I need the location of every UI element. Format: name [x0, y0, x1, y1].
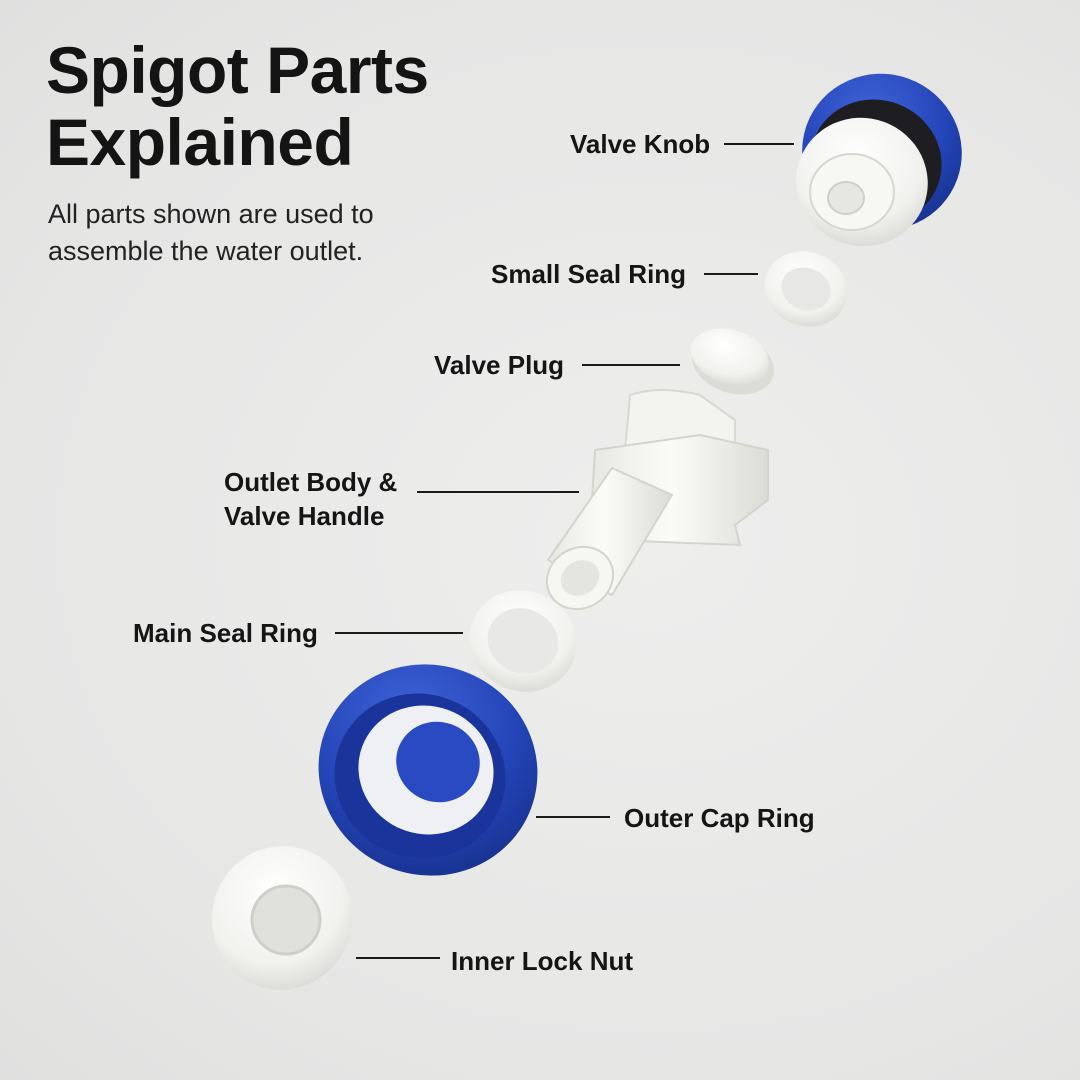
outlet-body-part: [545, 389, 769, 611]
label-outlet-body-line-1: Outlet Body &: [224, 467, 398, 497]
label-valve-plug: Valve Plug: [434, 350, 565, 380]
label-outlet-body-line-2: Valve Handle: [224, 501, 385, 531]
label-inner-lock-nut: Inner Lock Nut: [451, 946, 634, 976]
inner-lock-nut-part: [211, 846, 353, 990]
leader-outer-cap-ring: [536, 816, 610, 818]
leader-valve-knob: [724, 143, 794, 145]
label-valve-knob: Valve Knob: [570, 129, 711, 159]
valve-knob-part: [796, 73, 962, 247]
valve-plug-part: [691, 328, 774, 395]
title-line-1: Spigot Parts: [46, 33, 429, 107]
label-small-seal-ring: Small Seal Ring: [491, 259, 687, 289]
label-main-seal-ring: Main Seal Ring: [133, 618, 318, 648]
label-outlet-body: Outlet Body & Valve Handle: [224, 465, 397, 533]
main-seal-ring-part: [469, 590, 577, 692]
title-line-2: Explained: [46, 105, 354, 179]
leader-outlet-body: [417, 491, 579, 493]
leader-small-seal-ring: [704, 273, 758, 275]
outer-cap-ring-part: [318, 664, 538, 876]
page-title: Spigot Parts Explained: [46, 34, 429, 178]
page-subtitle: All parts shown are used to assemble the…: [48, 196, 374, 270]
subtitle-line-1: All parts shown are used to: [48, 199, 374, 229]
label-outer-cap-ring: Outer Cap Ring: [624, 803, 815, 833]
leader-main-seal-ring: [335, 632, 463, 634]
subtitle-line-2: assemble the water outlet.: [48, 236, 364, 266]
leader-inner-lock-nut: [356, 957, 440, 959]
leader-valve-plug: [582, 364, 680, 366]
small-seal-ring-part: [764, 251, 848, 327]
